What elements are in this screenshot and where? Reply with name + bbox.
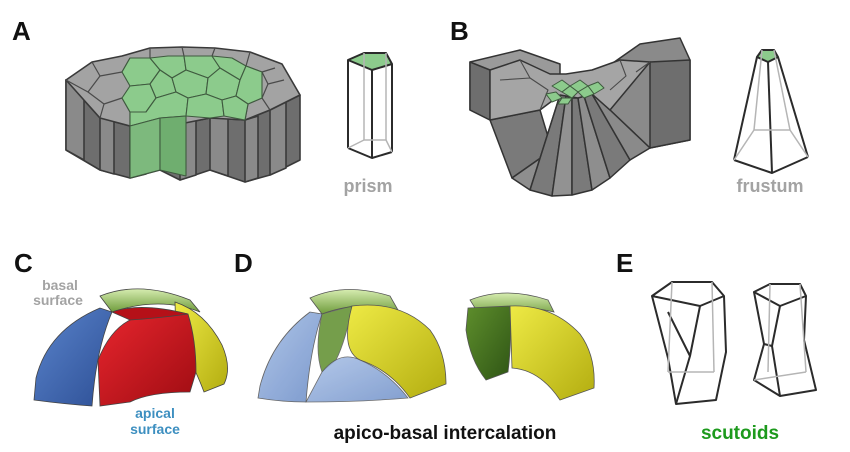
basal-label-line2: surface — [33, 292, 83, 308]
frustum-label: frustum — [737, 176, 804, 196]
curved-tissue-section — [33, 288, 228, 407]
panel-a-letter: A — [12, 16, 31, 46]
panel-b: B — [450, 16, 809, 197]
prism-label: prism — [343, 176, 392, 196]
panel-d-letter: D — [234, 248, 253, 278]
intercalation-caption: apico-basal intercalation — [334, 423, 557, 444]
scutoid-icon — [651, 281, 817, 405]
panel-a: A — [12, 16, 393, 196]
basal-label-line1: basal — [42, 277, 78, 293]
panel-e: E scutoids — [616, 248, 817, 444]
frustum-epithelium — [469, 37, 691, 197]
intercalation-cells-right — [465, 292, 595, 401]
intercalation-cells-left — [257, 289, 447, 403]
prism-epithelium — [65, 46, 301, 183]
panel-c: C basal surface apical surface — [14, 248, 228, 437]
panel-e-letter: E — [616, 248, 633, 278]
apical-label-line1: apical — [135, 405, 175, 421]
panel-d: D apico-basal intercalation — [234, 248, 595, 444]
frustum-icon — [733, 49, 809, 174]
panel-c-letter: C — [14, 248, 33, 278]
prism-icon — [347, 52, 393, 159]
panel-b-letter: B — [450, 16, 469, 46]
apical-label-line2: surface — [130, 421, 180, 437]
scutoids-caption: scutoids — [701, 423, 779, 444]
